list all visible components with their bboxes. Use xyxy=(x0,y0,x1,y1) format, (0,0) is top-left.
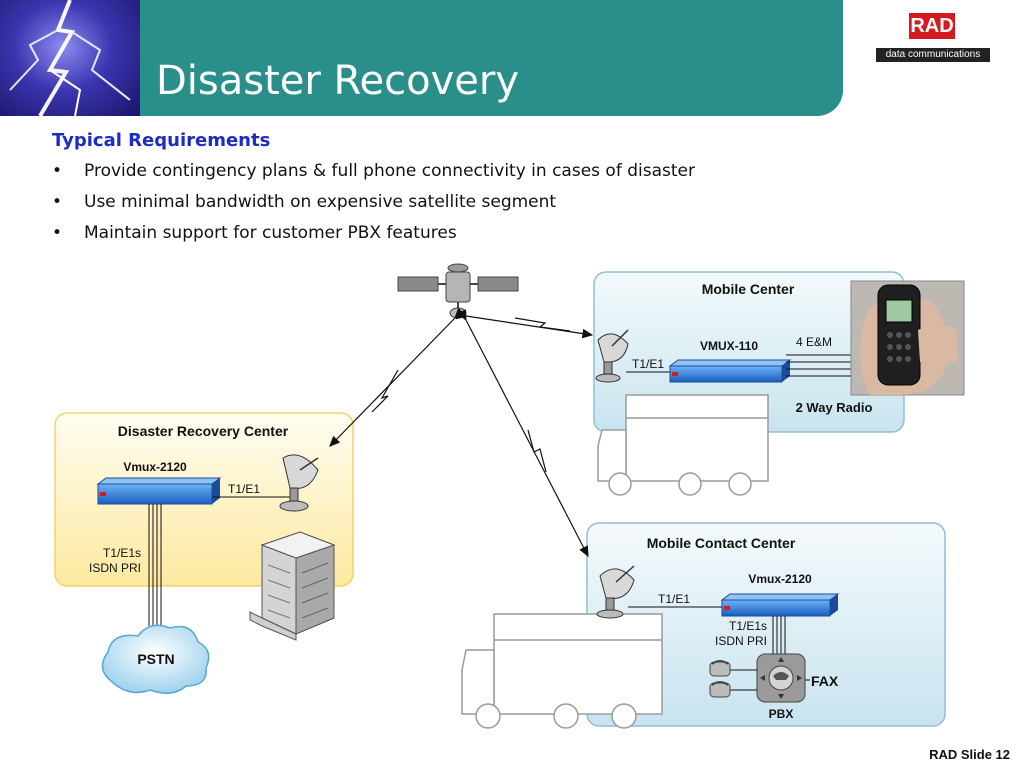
disaster-dish-icon xyxy=(279,454,319,512)
fax-label: FAX xyxy=(811,673,839,689)
phone-icon xyxy=(709,660,731,677)
contact-trunk-label-2: ISDN PRI xyxy=(715,634,767,648)
mobile-dish-icon xyxy=(595,329,629,383)
satellite-link-mobile xyxy=(455,309,594,339)
contact-trunk-label-1: T1/E1s xyxy=(729,619,767,633)
bullet-icon: • xyxy=(52,161,63,181)
disaster-trunk-label-1: T1/E1s xyxy=(103,546,141,560)
satellite-link-disaster xyxy=(329,307,466,447)
contact-vmux-device xyxy=(720,593,840,617)
bullet-icon: • xyxy=(52,192,63,212)
mobile-link-label: T1/E1 xyxy=(632,357,664,371)
pstn-label: PSTN xyxy=(137,651,174,667)
pbx-label: PBX xyxy=(769,707,794,721)
pstn-cloud-icon xyxy=(101,624,210,694)
trunk-lines-contact xyxy=(772,616,786,654)
requirement-text: Maintain support for customer PBX featur… xyxy=(84,223,457,243)
lightning-image xyxy=(0,0,140,116)
contact-link-label: T1/E1 xyxy=(658,592,690,606)
rad-logo-subtitle: data communications xyxy=(876,48,990,62)
mobile-center-title: Mobile Center xyxy=(702,281,795,297)
requirement-item: • Provide contingency plans & full phone … xyxy=(52,161,695,181)
contact-dish-icon xyxy=(596,565,635,619)
disaster-trunk-label-2: ISDN PRI xyxy=(89,561,141,575)
requirement-text: Provide contingency plans & full phone c… xyxy=(84,161,695,181)
mobile-center-truck-icon xyxy=(597,394,769,496)
disaster-center-title: Disaster Recovery Center xyxy=(118,423,289,439)
requirement-text: Use minimal bandwidth on expensive satel… xyxy=(84,192,557,212)
mobile-device-label: VMUX-110 xyxy=(700,339,758,353)
requirement-item: • Use minimal bandwidth on expensive sate… xyxy=(52,192,556,212)
satellite-icon xyxy=(397,263,519,319)
requirements-title: Typical Requirements xyxy=(52,130,271,151)
two-way-radio-photo xyxy=(850,280,965,396)
contact-center-title: Mobile Contact Center xyxy=(647,535,796,551)
bullet-icon: • xyxy=(52,223,63,243)
contact-device-label: Vmux-2120 xyxy=(748,572,812,586)
page-title: Disaster Recovery xyxy=(156,58,520,104)
rad-logo: RAD xyxy=(909,13,955,39)
pbx-icon xyxy=(756,653,806,703)
mobile-contact-truck-icon xyxy=(461,613,663,729)
office-building-icon xyxy=(249,531,336,641)
trunk-lines-disaster xyxy=(148,504,162,626)
title-bar xyxy=(140,0,843,116)
satellite-link-contact xyxy=(457,309,589,558)
requirement-item: • Maintain support for customer PBX featu… xyxy=(52,223,457,243)
phone-icon xyxy=(709,681,731,698)
disaster-link-label: T1/E1 xyxy=(228,482,260,496)
slide-footer: RAD Slide 12 xyxy=(929,747,1010,762)
em-label: 4 E&M xyxy=(796,335,832,349)
disaster-vmux-device xyxy=(96,477,222,505)
disaster-device-label: Vmux-2120 xyxy=(123,460,187,474)
radio-label: 2 Way Radio xyxy=(796,400,873,415)
mobile-vmux-device xyxy=(668,359,792,383)
